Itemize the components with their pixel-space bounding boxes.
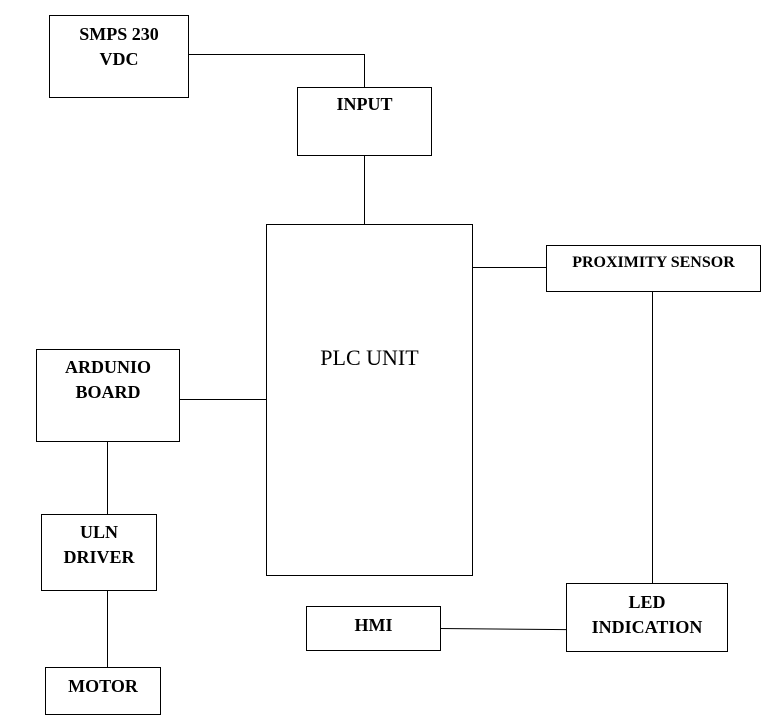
input-label: INPUT xyxy=(336,94,393,114)
connector-hmi-led xyxy=(439,628,567,631)
connector-smps-input-v xyxy=(364,54,365,88)
hmi-label: HMI xyxy=(354,615,393,635)
smps-label-line2: VDC xyxy=(99,49,139,69)
uln-driver-block: ULN DRIVER xyxy=(41,514,157,591)
connector-arduino-uln xyxy=(107,441,108,515)
uln-label-line2: DRIVER xyxy=(63,547,135,567)
smps-label-line1: SMPS 230 xyxy=(79,24,159,44)
motor-label: MOTOR xyxy=(68,676,138,696)
led-label-line2: INDICATION xyxy=(591,617,703,637)
connector-input-plc xyxy=(364,155,365,225)
led-label-line1: LED xyxy=(628,592,666,612)
connector-arduino-plc xyxy=(179,399,267,400)
connector-smps-input-h xyxy=(189,54,364,55)
arduino-label-line2: BOARD xyxy=(75,382,141,402)
uln-label-line1: ULN xyxy=(79,522,118,542)
smps-block: SMPS 230 VDC xyxy=(49,15,189,98)
plc-unit-label: PLC UNIT xyxy=(320,345,419,370)
arduino-label-line1: ARDUNIO xyxy=(64,357,151,377)
proximity-sensor-label: PROXIMITY SENSOR xyxy=(572,254,735,271)
proximity-sensor-block: PROXIMITY SENSOR xyxy=(546,245,761,292)
arduino-board-block: ARDUNIO BOARD xyxy=(36,349,180,442)
input-block: INPUT xyxy=(297,87,432,156)
connector-plc-proximity xyxy=(473,267,547,268)
plc-unit-block: PLC UNIT xyxy=(266,224,473,576)
connector-proximity-led xyxy=(652,291,653,583)
motor-block: MOTOR xyxy=(45,667,161,715)
hmi-block: HMI xyxy=(306,606,441,651)
led-indication-block: LED INDICATION xyxy=(566,583,728,652)
connector-uln-motor xyxy=(107,590,108,668)
